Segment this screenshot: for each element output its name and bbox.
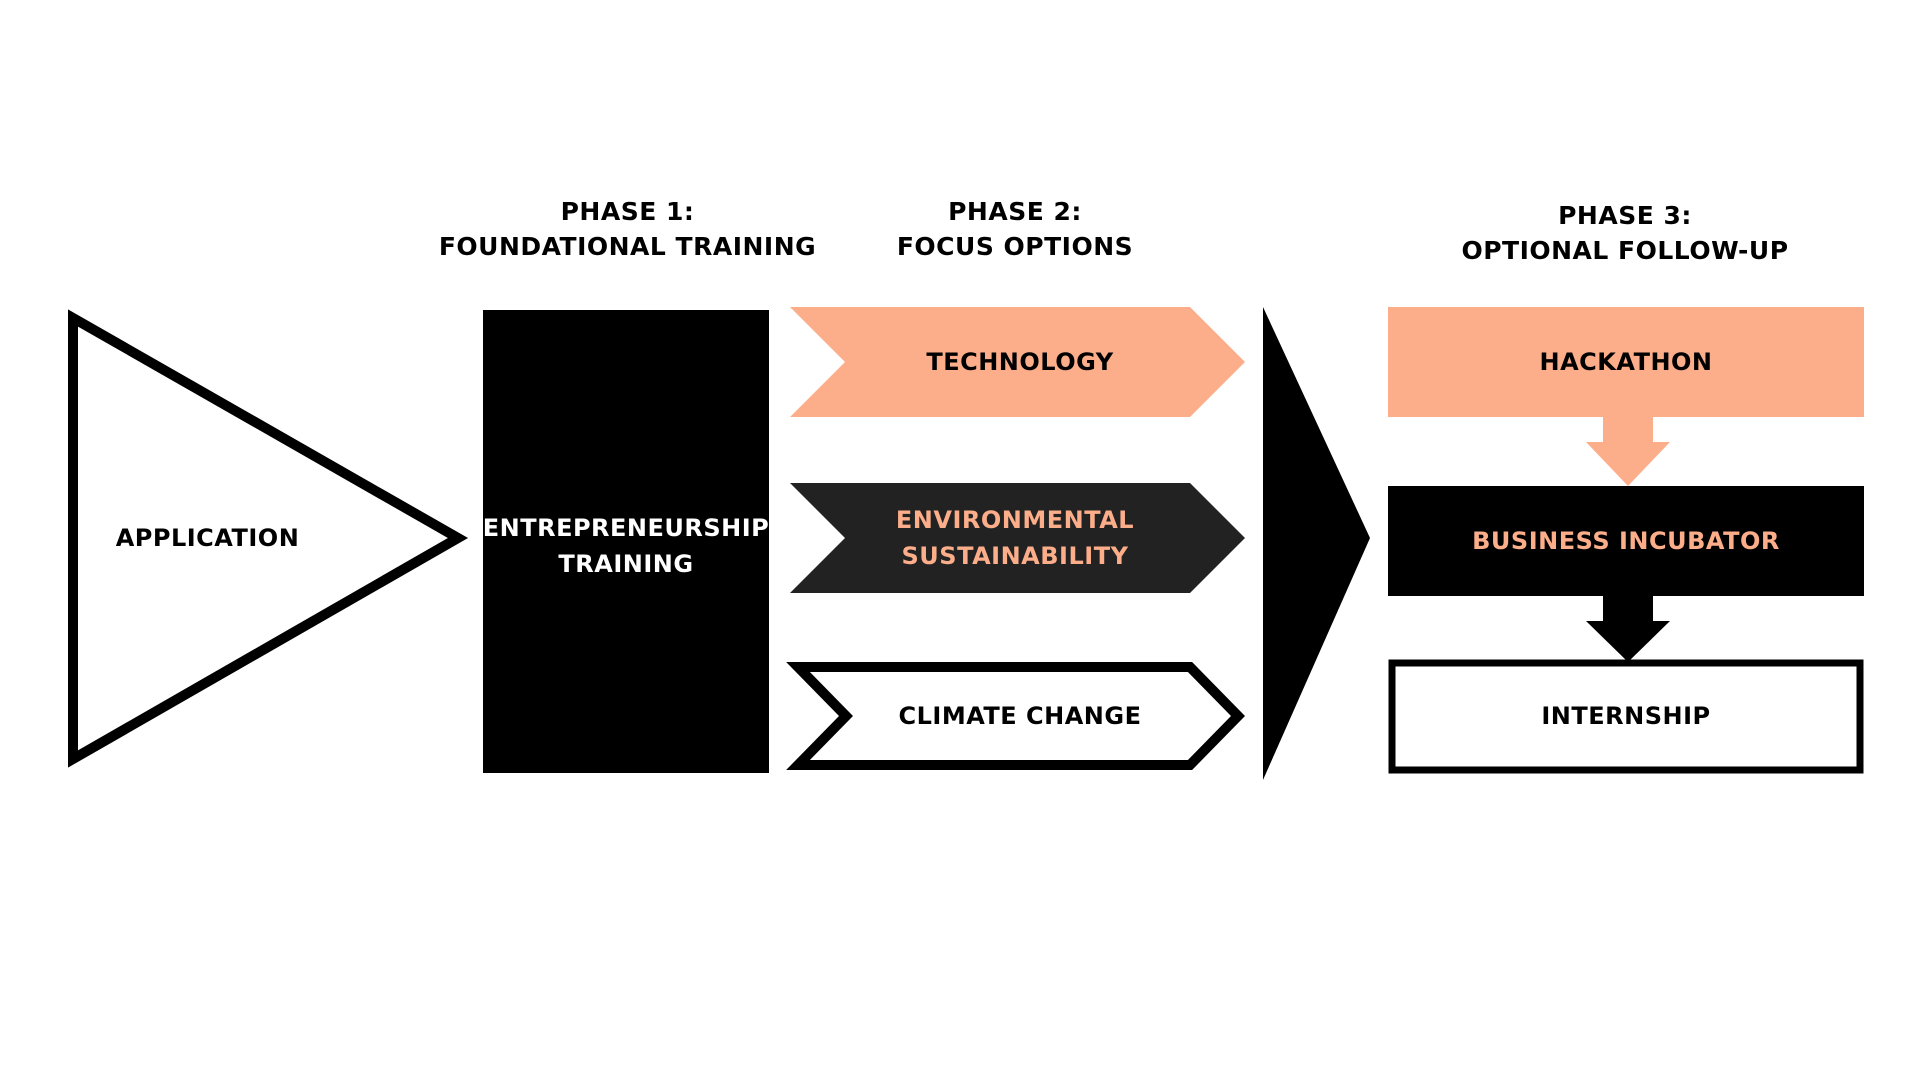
technology-chevron (790, 307, 1245, 417)
hackathon-label: HACKATHON (1539, 348, 1713, 376)
climate-change-label: CLIMATE CHANGE (898, 702, 1142, 730)
entrepreneurship-block (483, 310, 769, 773)
environmental-chevron (790, 483, 1245, 593)
big-arrow (1263, 307, 1370, 780)
incubator-box (1388, 486, 1864, 596)
down-arrow-accent (1586, 417, 1670, 486)
application-label: APPLICATION (115, 524, 300, 552)
phase-2-heading: PHASE 2: FOCUS OPTIONS (896, 197, 1134, 261)
application-triangle (68, 309, 469, 768)
entrepreneurship-label: ENTREPRENEURSHIP TRAINING (482, 514, 770, 578)
phase-3-heading: PHASE 3: OPTIONAL FOLLOW-UP (1461, 201, 1789, 265)
down-arrow-black (1586, 596, 1670, 662)
hackathon-box (1388, 307, 1864, 417)
environmental-label: ENVIRONMENTAL SUSTAINABILITY (895, 506, 1135, 570)
technology-label: TECHNOLOGY (926, 348, 1114, 376)
phase-1-heading: PHASE 1: FOUNDATIONAL TRAINING (438, 197, 817, 261)
internship-box (1388, 659, 1864, 774)
business-incubator-label: BUSINESS INCUBATOR (1472, 527, 1780, 555)
climate-chevron (786, 662, 1245, 770)
internship-label: INTERNSHIP (1541, 702, 1711, 730)
